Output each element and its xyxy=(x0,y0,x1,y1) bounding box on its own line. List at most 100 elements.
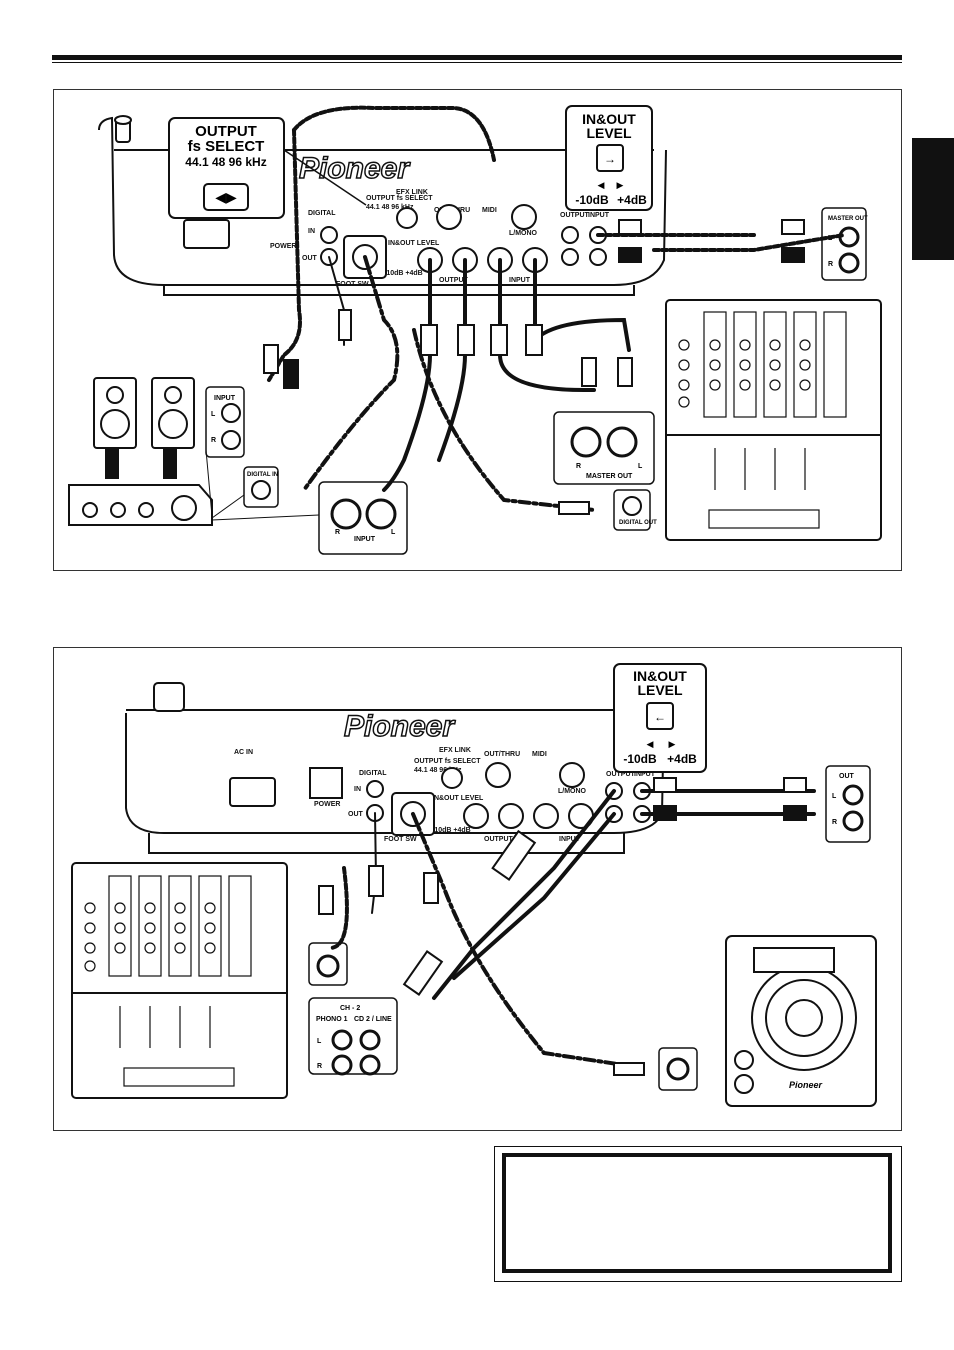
arrows-icon: ◀▶ xyxy=(215,189,237,205)
connection-diagram-mixer-cdj: Pioneer AC IN POWER DIGITAL IN OUT FOOT … xyxy=(53,647,902,1131)
level-switch-icon xyxy=(596,144,624,172)
mixer-ch2-panel: CH - 2 PHONO 1 CD 2 / LINE L R xyxy=(308,997,398,1076)
diagram-top-svg: Pioneer OUTPUT fs SELECT 44.1 48 96 kHz … xyxy=(68,105,882,555)
power-label: POWER xyxy=(270,243,296,250)
svg-text:-10dB: -10dB xyxy=(623,752,657,766)
brand-logo: Pioneer xyxy=(299,152,411,185)
callout-fs-line1: OUTPUT xyxy=(195,123,257,140)
svg-text:OUT: OUT xyxy=(839,773,855,780)
foot-sw-label-2: FOOT SW xyxy=(384,836,417,843)
brand-logo-2: Pioneer xyxy=(344,710,456,743)
amp-input2-panel: R L INPUT xyxy=(318,481,408,555)
out-thru-label-2: OUT/THRU xyxy=(484,751,520,758)
dj-mixer-2 xyxy=(71,862,288,1099)
svg-text:R: R xyxy=(828,261,833,268)
header-rule-thin xyxy=(52,62,902,63)
svg-text:L: L xyxy=(211,411,216,418)
midi-label: MIDI xyxy=(482,207,497,214)
svg-text:CD 2 / LINE: CD 2 / LINE xyxy=(354,1016,392,1023)
input-label: INPUT xyxy=(509,277,531,284)
digital-label-2: DIGITAL xyxy=(359,770,387,777)
svg-text:L: L xyxy=(317,1038,322,1045)
svg-text:L: L xyxy=(391,529,396,536)
efx-link-label: EFX LINK xyxy=(396,189,428,196)
level-values-small-2: -10dB +4dB xyxy=(432,827,471,834)
connection-diagram-amplifier-mixer: Pioneer OUTPUT fs SELECT 44.1 48 96 kHz … xyxy=(53,89,902,571)
note-box xyxy=(502,1153,892,1273)
fs-small-values-2: 44.1 48 96 kHz xyxy=(414,767,462,774)
svg-text:IN&OUT: IN&OUT xyxy=(633,668,687,684)
cdj-digital-out-panel xyxy=(658,1047,698,1091)
output-label: OUTPUT xyxy=(439,277,469,284)
amp-input-panel: INPUT L R xyxy=(205,386,245,458)
fs-switch-icon xyxy=(203,183,249,211)
l-mono-label: L/MONO xyxy=(509,230,538,237)
mixer-channel-strips-2 xyxy=(84,875,252,1087)
midi-label-2: MIDI xyxy=(532,751,547,758)
svg-text:DIGITAL IN: DIGITAL IN xyxy=(247,472,278,478)
callout-level-line1: IN&OUT xyxy=(582,111,636,127)
l-mono-label-2: L/MONO xyxy=(558,788,587,795)
callout-level-2: IN&OUT LEVEL ← ◀ ▶ -10dB +4dB xyxy=(613,663,707,773)
level-arrow-icon: → xyxy=(604,152,616,166)
speakers xyxy=(93,377,195,479)
callout-level-minus: -10dB xyxy=(575,193,609,207)
amp-digital-in-panel: DIGITAL IN xyxy=(243,466,279,508)
svg-text:L: L xyxy=(638,463,643,470)
svg-text:▶: ▶ xyxy=(617,180,624,190)
callout-level-plus: +4dB xyxy=(617,193,647,207)
svg-text:R: R xyxy=(335,529,340,536)
callout-fs-values: 44.1 48 96 kHz xyxy=(185,155,266,169)
header-rule xyxy=(52,55,902,60)
svg-text:+4dB: +4dB xyxy=(667,752,697,766)
diagram-bottom-svg: Pioneer AC IN POWER DIGITAL IN OUT FOOT … xyxy=(71,663,877,1107)
amplifier xyxy=(68,484,213,526)
fs-small-label-2: OUTPUT fs SELECT xyxy=(414,758,481,765)
efx-link-label-2: EFX LINK xyxy=(439,747,471,754)
ac-in-label: AC IN xyxy=(234,749,253,756)
svg-text:MASTER OUT: MASTER OUT xyxy=(586,473,633,480)
digital-in-label: IN xyxy=(308,228,315,235)
mixer-channel-strips xyxy=(678,311,847,529)
rear-input-label: INPUT xyxy=(588,212,610,219)
mixer-digital-out-panel: DIGITAL OUT xyxy=(613,489,657,531)
svg-text:R: R xyxy=(576,463,581,470)
output-label-2: OUTPUT xyxy=(484,836,514,843)
mixer-digital-in-panel-2 xyxy=(308,942,348,986)
svg-text:◀: ◀ xyxy=(647,739,654,749)
plugs-2 xyxy=(318,777,807,1076)
cd-player xyxy=(725,935,877,1107)
mixer-master-out-small: MASTER OUT L R xyxy=(821,207,868,281)
rear-jacks xyxy=(183,204,607,279)
rear-output-label: OUTPUT xyxy=(560,212,590,219)
level-arrow-icon-2: ← xyxy=(654,710,666,724)
inout-level-small: IN&OUT LEVEL xyxy=(388,240,440,247)
section-tab xyxy=(912,138,954,260)
svg-text:LEVEL: LEVEL xyxy=(637,682,683,698)
effector-unit-rear-2 xyxy=(125,682,665,854)
fs-select-small-label: OUTPUT fs SELECT xyxy=(366,195,433,202)
foot-sw-label: FOOT SW xyxy=(336,281,369,288)
svg-text:▶: ▶ xyxy=(669,739,676,749)
svg-text:MASTER OUT: MASTER OUT xyxy=(828,216,868,222)
callout-fs-select: OUTPUT fs SELECT 44.1 48 96 kHz ◀▶ xyxy=(168,117,367,219)
digital-in-label-2: IN xyxy=(354,786,361,793)
inout-level-small-2: IN&OUT LEVEL xyxy=(432,795,484,802)
rear-input-label-2: INPUT xyxy=(634,771,656,778)
digital-out-label-2: OUT xyxy=(348,811,364,818)
cdj-brand: Pioneer xyxy=(789,1080,823,1090)
power-label-2: POWER xyxy=(314,801,340,808)
svg-text:CH - 2: CH - 2 xyxy=(340,1005,360,1012)
cdj-out-panel: OUT L R xyxy=(825,765,871,843)
svg-text:◀: ◀ xyxy=(598,180,605,190)
mixer-master-out-panel: R L MASTER OUT xyxy=(553,411,655,485)
rear-output-label-2: OUTPUT xyxy=(606,771,636,778)
dj-mixer xyxy=(665,299,882,541)
fs-select-small-values: 44.1 48 96 kHz xyxy=(366,204,414,211)
callout-level-line2: LEVEL xyxy=(586,125,632,141)
svg-text:R: R xyxy=(211,437,216,444)
callout-level: IN&OUT LEVEL → ◀ ▶ -10dB +4dB xyxy=(565,105,653,211)
digital-label: DIGITAL xyxy=(308,210,336,217)
svg-text:INPUT: INPUT xyxy=(214,395,236,402)
input-label-2: INPUT xyxy=(559,836,581,843)
